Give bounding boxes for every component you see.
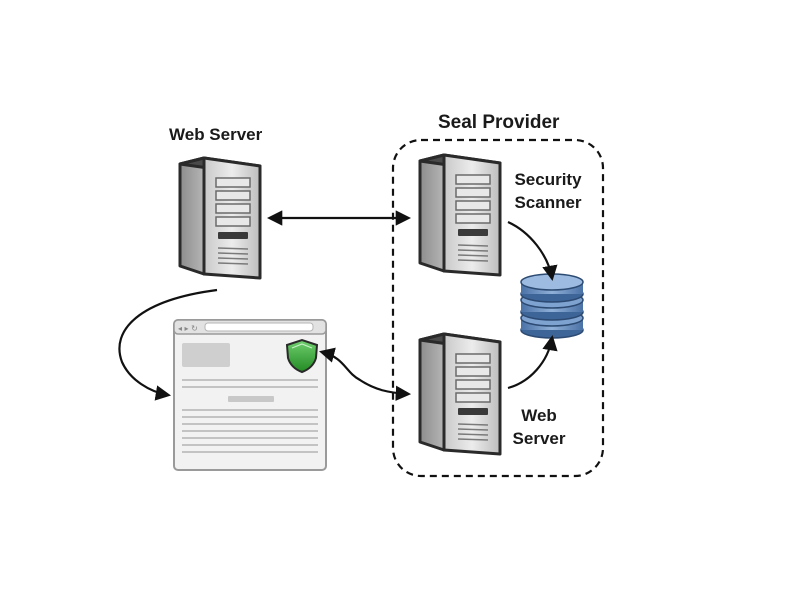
label-security-scanner-line1: Security bbox=[514, 170, 582, 189]
arrow-webserver-to-browser bbox=[118, 288, 218, 401]
server-tower-icon bbox=[418, 153, 502, 277]
label-web-server-right-line1: Web bbox=[521, 406, 557, 425]
label-web-server-right: Web Server bbox=[506, 404, 572, 450]
label-seal-provider: Seal Provider bbox=[438, 112, 560, 133]
security-scanner-server[interactable] bbox=[418, 153, 502, 277]
label-security-scanner: Security Scanner bbox=[508, 168, 588, 214]
server-tower-icon bbox=[418, 332, 502, 456]
label-security-scanner-line2: Scanner bbox=[514, 193, 582, 212]
seal-provider-group bbox=[391, 138, 605, 478]
arrow-seal-to-webserver-right bbox=[319, 347, 412, 402]
server-tower-icon bbox=[178, 156, 262, 280]
label-web-server-right-line2: Server bbox=[512, 429, 566, 448]
arrow-scanner-to-database bbox=[507, 220, 558, 282]
web-server-right[interactable] bbox=[418, 332, 502, 456]
web-server-left[interactable] bbox=[178, 156, 262, 280]
browser-window-icon[interactable]: ◂ ▸ ↻ bbox=[173, 319, 327, 471]
arrow-webserver-right-to-database bbox=[507, 334, 558, 390]
svg-text:◂ ▸ ↻: ◂ ▸ ↻ bbox=[178, 324, 198, 333]
security-seal-shield-icon[interactable] bbox=[285, 338, 319, 374]
label-web-server-left: Web Server bbox=[169, 125, 263, 144]
database-icon[interactable] bbox=[520, 273, 584, 339]
